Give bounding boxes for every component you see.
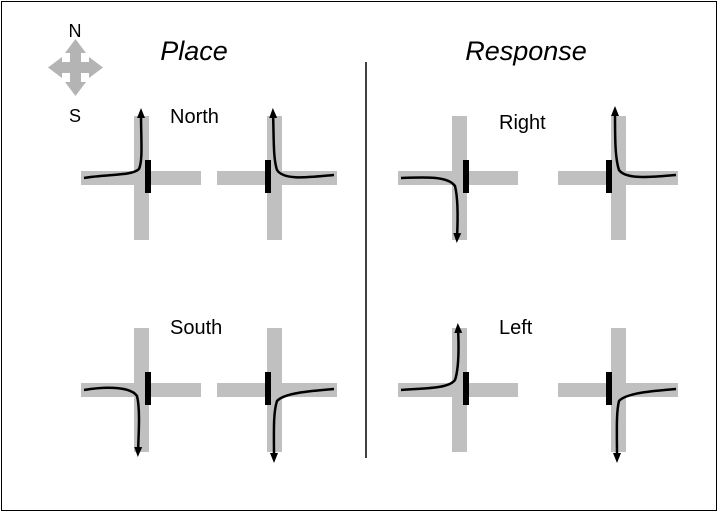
maze-place-south-2 [217,328,337,463]
rat-path [611,106,677,179]
response-title: Response [465,36,587,66]
maze-place-south-1 [81,328,201,457]
compass-south-label: S [69,106,81,126]
place-north-label: North [170,106,219,128]
place-south-label: South [170,317,222,339]
start-barrier [265,160,271,193]
four-way-arrow-icon [48,39,103,96]
response-right-label: Right [499,112,546,134]
maze-response-left-2 [558,328,678,463]
rat-path [83,108,146,180]
maze-response-right-2 [558,106,678,240]
maze-place-north-1 [81,108,201,240]
rat-path [400,176,462,243]
response-left-label: Left [499,317,533,339]
compass: N S [48,21,103,126]
start-barrier [463,372,469,405]
maze-place-north-2 [217,108,337,240]
start-barrier [145,160,151,193]
rat-path [269,387,335,463]
rat-path [83,386,143,457]
maze-response-left-1 [398,323,518,452]
compass-north-label: N [69,21,82,41]
start-barrier [606,372,612,405]
start-barrier [606,160,612,193]
start-barrier [265,372,271,405]
maze-response-right-1 [398,116,518,243]
start-barrier [145,372,151,405]
start-barrier [463,160,469,193]
rat-path [612,387,677,463]
rat-path [269,108,335,179]
rat-path [400,323,463,392]
place-title: Place [160,36,228,66]
